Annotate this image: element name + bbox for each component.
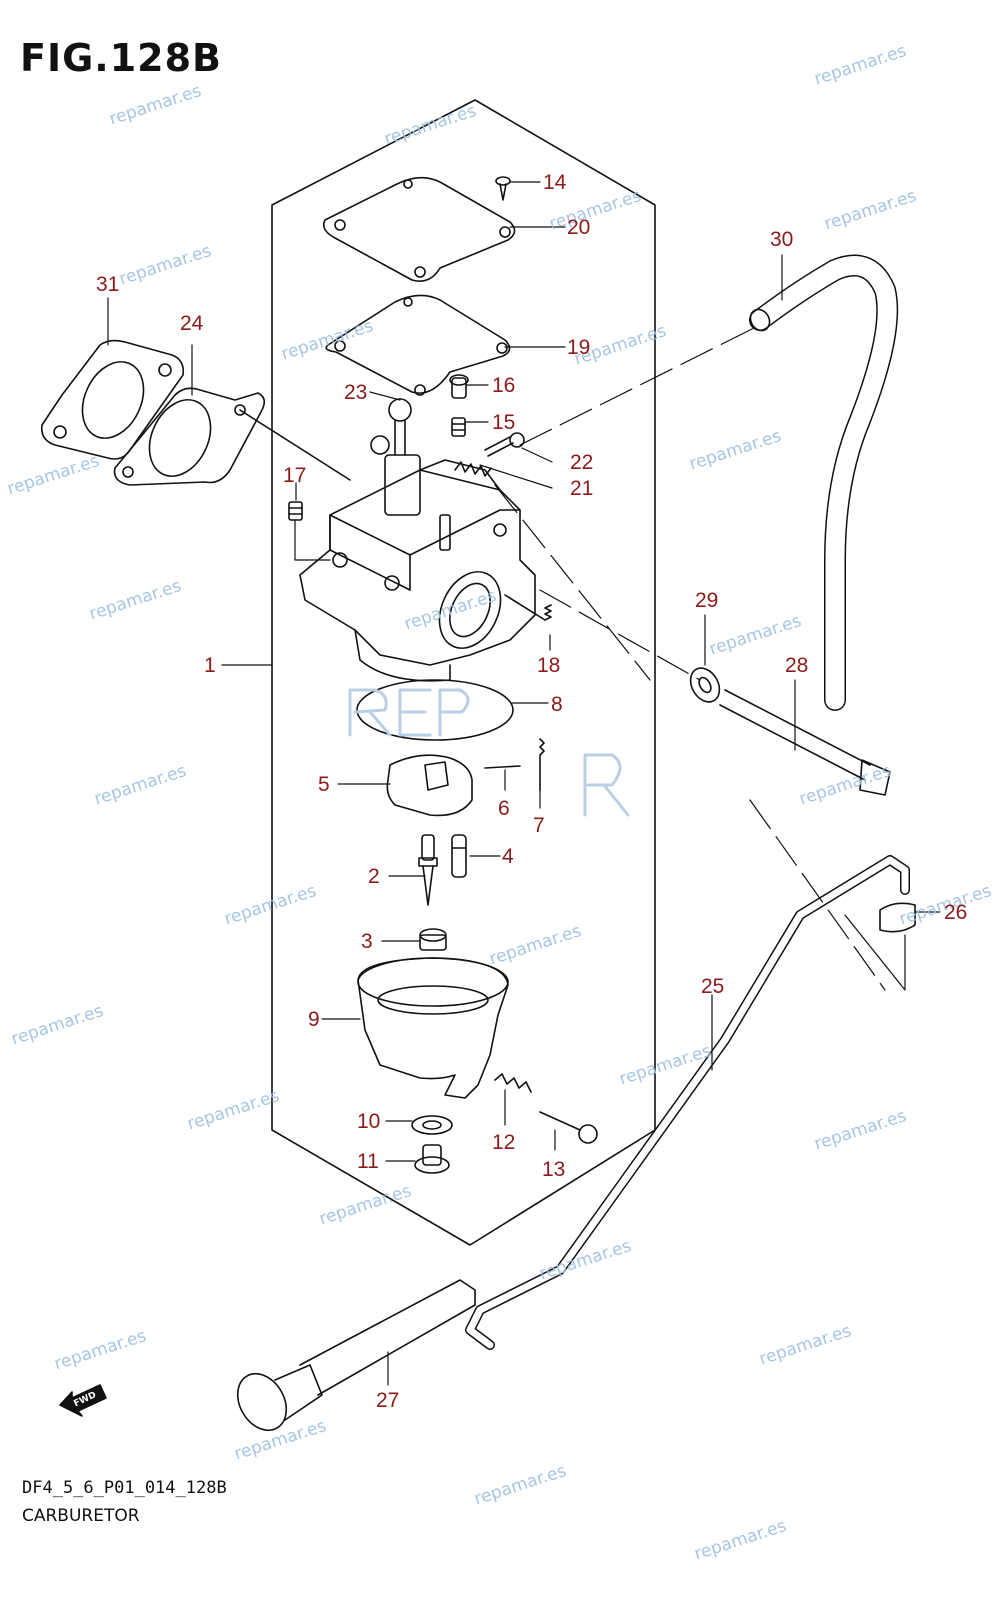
- callout-31: 31: [96, 273, 120, 296]
- callout-17: 17: [283, 464, 307, 487]
- part-27-choke-knob: [236, 1279, 476, 1432]
- footer-code: DF4_5_6_P01_014_128B: [22, 1478, 227, 1498]
- callout-7: 7: [533, 814, 545, 837]
- callout-9: 9: [308, 1008, 320, 1031]
- callout-10: 10: [357, 1110, 381, 1133]
- callout-30: 30: [770, 228, 794, 251]
- part-19-gasket-plate: [325, 294, 511, 396]
- part-8-o-ring: [356, 679, 514, 741]
- callout-6: 6: [498, 797, 510, 820]
- callout-21: 21: [570, 477, 594, 500]
- callout-19: 19: [567, 336, 591, 359]
- callout-18: 18: [537, 654, 561, 677]
- part-20-cover-plate: [322, 176, 516, 282]
- part-4-valve: [451, 834, 467, 878]
- part-13-screw: [539, 1111, 598, 1144]
- assembly-border: [271, 99, 656, 1246]
- callout-28: 28: [785, 654, 809, 677]
- callout-4: 4: [502, 845, 514, 868]
- part-3-jet: [419, 928, 447, 951]
- part-16-plug: [449, 374, 469, 399]
- part-2-needle: [418, 834, 438, 906]
- leader-lines: [107, 181, 941, 1386]
- callout-26: 26: [944, 901, 968, 924]
- footer-name: CARBURETOR: [22, 1506, 140, 1526]
- fwd-arrow: [59, 1384, 107, 1417]
- callout-25: 25: [701, 975, 725, 998]
- callout-3: 3: [361, 930, 373, 953]
- callout-2: 2: [368, 865, 380, 888]
- callout-23: 23: [344, 381, 368, 404]
- callout-24: 24: [180, 312, 204, 335]
- callout-12: 12: [492, 1131, 516, 1154]
- callout-11: 11: [357, 1150, 379, 1173]
- callout-27: 27: [376, 1389, 400, 1412]
- callout-8: 8: [551, 693, 563, 716]
- callout-5: 5: [318, 773, 330, 796]
- part-9-float-bowl: [357, 957, 509, 1099]
- callout-29: 29: [695, 589, 719, 612]
- part-7-clip: [539, 738, 545, 791]
- part-25-choke-rod: [465, 855, 910, 1350]
- part-6-pin: [484, 765, 521, 769]
- watermark-logo: [348, 688, 630, 817]
- part-29-washer: [689, 667, 721, 703]
- part-31-flange: [40, 339, 185, 460]
- callout-16: 16: [492, 374, 516, 397]
- part-15-jet: [451, 417, 466, 437]
- part-17-jet: [288, 501, 303, 521]
- callout-14: 14: [543, 171, 567, 194]
- part-26-clip: [879, 902, 916, 933]
- part-18-spring: [544, 604, 552, 621]
- figure-title: FIG.128B: [20, 36, 223, 80]
- part-11-drain-screw: [414, 1144, 450, 1174]
- callout-20: 20: [567, 216, 591, 239]
- callout-22: 22: [570, 451, 594, 474]
- callout-1: 1: [204, 654, 216, 677]
- callout-15: 15: [492, 411, 516, 434]
- part-5-float: [386, 754, 473, 817]
- carburetor-body: [299, 398, 536, 682]
- part-12-spring: [494, 1073, 532, 1093]
- part-22-screw: [484, 432, 525, 457]
- part-24-gasket: [113, 387, 266, 486]
- part-10-washer: [411, 1115, 453, 1135]
- callout-13: 13: [542, 1158, 566, 1181]
- part-28-bolt: [719, 689, 891, 796]
- part-14-screw: [495, 176, 511, 201]
